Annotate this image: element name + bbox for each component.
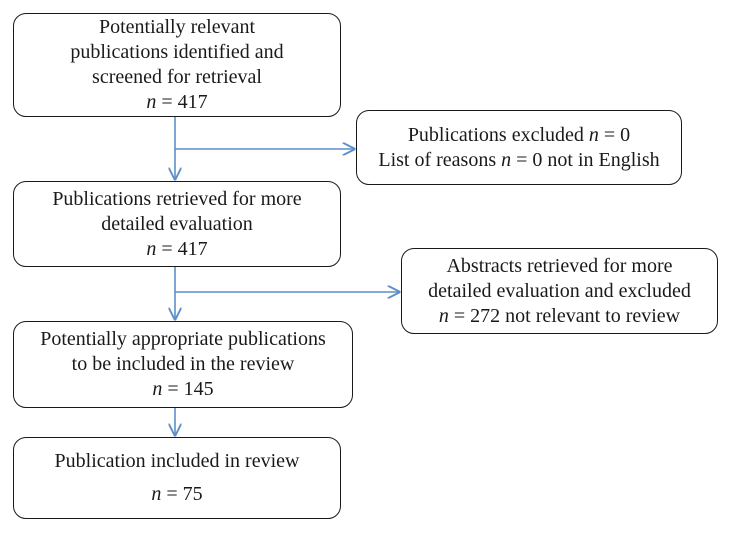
- count-value: = 75: [166, 483, 203, 505]
- n-label: n: [152, 378, 163, 400]
- count-value: = 0: [603, 123, 631, 146]
- n-label: n: [588, 123, 599, 146]
- box-appropriate-count: n = 145: [152, 377, 213, 402]
- box-identified-line2: publications identified and: [70, 41, 284, 63]
- excluded2-count: n = 272 not relevant to review: [439, 304, 680, 329]
- excluded2-line2: detailed evaluation and excluded: [428, 279, 691, 302]
- count-value: = 417: [161, 237, 208, 260]
- n-label: n: [151, 483, 162, 505]
- box-retrieved: Publications retrieved for more detailed…: [13, 181, 341, 267]
- excluded2-line1: Abstracts retrieved for more: [446, 254, 673, 277]
- reasons-value: = 0 not in English: [516, 148, 660, 171]
- box-included-count: n = 75: [151, 478, 202, 511]
- box-appropriate-line1: Potentially appropriate publications: [40, 328, 326, 350]
- box-excluded-abstracts: Abstracts retrieved for more detailed ev…: [401, 248, 718, 334]
- n-label: n: [146, 91, 157, 113]
- reasons-text: List of reasons: [378, 148, 497, 171]
- count-value: = 145: [167, 378, 214, 400]
- box-identified: Potentially relevant publications identi…: [13, 13, 341, 117]
- n-label: n: [501, 148, 512, 171]
- count-value: = 272 not relevant to review: [453, 304, 681, 327]
- box-retrieved-count: n = 417: [146, 237, 207, 262]
- box-identified-line1: Potentially relevant: [98, 16, 256, 38]
- box-retrieved-line1: Publications retrieved for more: [52, 187, 302, 210]
- excluded1-line2: List of reasons n = 0 not in English: [378, 148, 659, 173]
- box-included: Publication included in review n = 75: [13, 437, 341, 519]
- box-identified-count: n = 417: [146, 90, 207, 115]
- n-label: n: [438, 304, 449, 327]
- box-appropriate-line2: to be included in the review: [71, 353, 295, 375]
- excluded1-text: Publications excluded: [407, 123, 584, 146]
- n-label: n: [146, 237, 157, 260]
- box-included-line1: Publication included in review: [54, 450, 300, 472]
- box-identified-line3: screened for retrieval: [92, 66, 262, 88]
- box-retrieved-line2: detailed evaluation: [101, 212, 253, 235]
- box-appropriate: Potentially appropriate publications to …: [13, 321, 353, 408]
- box-excluded-publications: Publications excluded n = 0 List of reas…: [356, 110, 682, 185]
- count-value: = 417: [161, 91, 208, 113]
- excluded1-line1: Publications excluded n = 0: [408, 123, 630, 148]
